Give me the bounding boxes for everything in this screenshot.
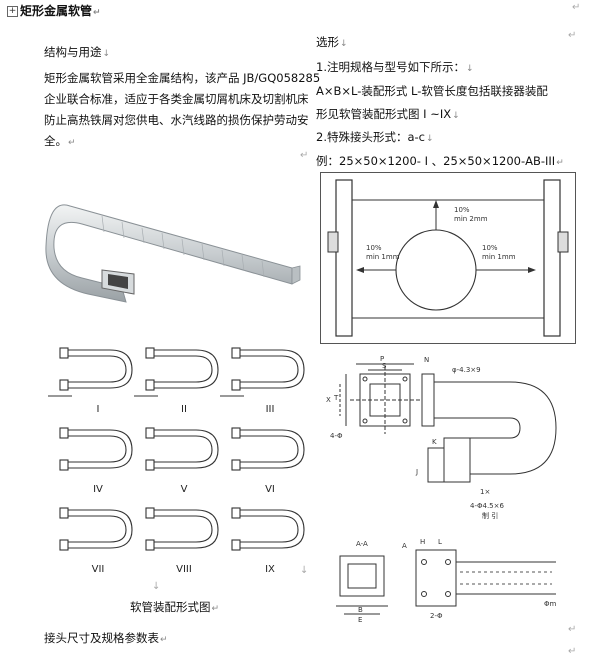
dim-E: E (358, 616, 362, 624)
form-label-VIII: VIII (176, 564, 192, 575)
metal-hose-photo (45, 204, 301, 303)
paragraph-mark: ↵ (568, 624, 577, 635)
paragraph-line-2: 企业联合标准，适应于各类金属切屑机床及切割机床 (44, 92, 309, 106)
dim-H: H (420, 538, 425, 546)
section-aa-diagram: A-A A H L B E 2-Φ Φm (336, 538, 557, 624)
paragraph-mark: ↵ (300, 150, 309, 161)
cross-section-diagram: 10%min 2mm 10%min 1mm 10%min 1mm (320, 172, 576, 344)
dim-2phi: 2-Φ (430, 612, 443, 620)
spec-line-3: 形见软管装配形式图 I ~IX↓ (316, 107, 460, 121)
paragraph-line-3: 防止高热铁屑对您供电、水汽线路的损伤保护劳动安 (44, 113, 309, 127)
spec-line-4: 2.特殊接头形式：a-c↓ (316, 130, 434, 144)
dim-N: N (424, 356, 429, 364)
right-clearance-label: 10%min 1mm (482, 244, 516, 261)
figure-caption: 软管装配形式图↵ (130, 600, 220, 614)
top-clearance-label: 10%min 2mm (454, 206, 488, 223)
left-clearance-label: 10%min 1mm (366, 244, 400, 261)
paragraph-mark: ↵ (568, 30, 577, 41)
page-title: 矩形金属软管↵ (20, 4, 101, 18)
form-label-I: I (97, 404, 100, 415)
paragraph-mark: ↵ (568, 646, 577, 657)
form-I-shape (48, 347, 133, 397)
structure-heading: 结构与用途↓ (44, 45, 111, 59)
form-label-IV: IV (93, 484, 103, 495)
form-label-III: III (266, 404, 275, 415)
form-label-V: V (181, 484, 188, 495)
dim-T: T (333, 394, 339, 402)
dim-L: L (438, 538, 442, 546)
assembly-forms-diagram: I II III IV V VI VII VIII IX (48, 347, 305, 575)
section-label: A-A (356, 540, 368, 548)
form-label-IX: IX (265, 564, 275, 575)
paragraph-line-1: 矩形金属软管采用全金属结构，该产品 JB/GQ058285 (44, 71, 321, 85)
spec-line-2: A×B×L-装配形式 L-软管长度包括联接器装配 (316, 84, 548, 98)
dim-1x: 1× (480, 488, 490, 496)
form-label-VI: VI (265, 484, 275, 495)
dim-slot: φ-4.3×9 (452, 366, 481, 374)
dim-A: A (402, 542, 407, 550)
selection-heading: 选形↓ (316, 35, 348, 49)
dim-note: 制 引 (482, 511, 498, 520)
dim-X: X (326, 396, 331, 404)
paragraph-mark: ↓ (152, 581, 161, 592)
form-label-II: II (181, 404, 187, 415)
dim-hole-2: 4-Φ4.5×6 (470, 502, 504, 510)
expand-toggle-icon[interactable]: + (7, 6, 18, 17)
connector-dimension-diagram: P S N X T 4-Φ φ-4.3×9 K J 1× 4-Φ4.5×6 制 … (326, 355, 557, 520)
example-line: 例：25×50×1200- I 、25×50×1200-AB-III↵ (316, 154, 564, 168)
dim-S: S (382, 362, 387, 370)
dim-P: P (380, 355, 384, 363)
dim-J: J (415, 468, 418, 476)
paragraph-line-4: 全。↵ (44, 134, 76, 148)
spec-line-1: 1.注明规格与型号如下所示：↓ (316, 60, 474, 74)
dim-hole-1: 4-Φ (330, 432, 343, 440)
dim-K: K (432, 438, 437, 446)
paragraph-mark: ↵ (572, 2, 581, 13)
dim-phim: Φm (544, 600, 557, 608)
table-heading: 接头尺寸及规格参数表↵ (44, 631, 168, 645)
form-label-VII: VII (92, 564, 105, 575)
paragraph-mark: ↓ (300, 565, 309, 576)
dim-B: B (358, 606, 363, 614)
